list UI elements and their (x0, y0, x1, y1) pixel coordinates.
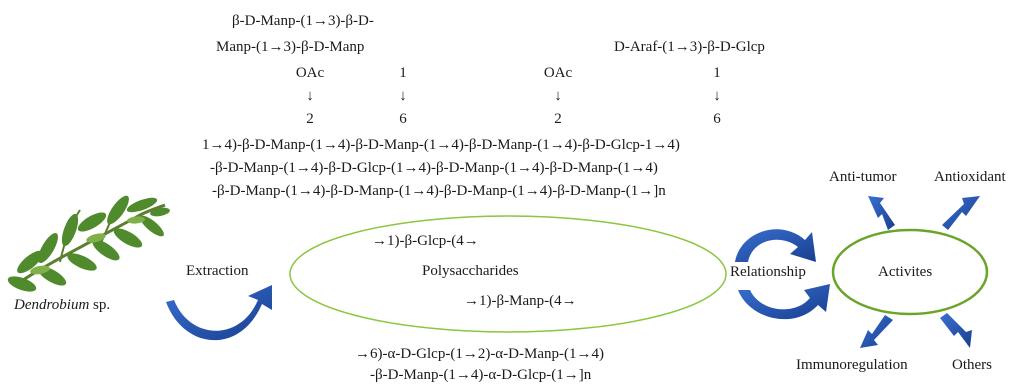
sub1-top: OAc (295, 65, 325, 81)
sub2-pos: 6 (399, 111, 407, 127)
polysaccharides-line2: →1)-β-Manp-(4→ (464, 293, 577, 309)
activities-label: Activites (878, 264, 933, 280)
sub2-arrow-icon: ↓ (399, 88, 407, 104)
bottom-structure-line1: →6)-α-D-Glcp-(1→2)-α-D-Manp-(1→4) (355, 346, 604, 362)
immunoregulation-arrow-icon (860, 315, 893, 348)
polysaccharides-line1: →1)-β-Glcp-(4→ (372, 233, 479, 249)
dendrobium-plant-icon (7, 195, 170, 292)
sub3-arrow-icon: ↓ (554, 88, 562, 104)
relationship-label: Relationship (730, 264, 806, 280)
sub4-pos: 6 (713, 111, 721, 127)
anti-tumor-arrow-icon (868, 196, 895, 230)
backbone-line3: -β-D-Manp-(1→4)-β-D-Manp-(1→4)-β-D-Manp-… (212, 183, 666, 199)
sub4-top: 1 (713, 65, 721, 81)
backbone-line2: -β-D-Manp-(1→4)-β-D-Glcp-(1→4)-β-D-Manp-… (210, 160, 658, 176)
sub3-pos: 2 (554, 111, 562, 127)
polysaccharides-label: Polysaccharides (422, 263, 519, 279)
others-arrow-icon (940, 313, 972, 348)
anti-tumor-label: Anti-tumor (829, 169, 897, 185)
sub1-pos: 2 (306, 111, 314, 127)
antioxidant-arrow-icon (942, 196, 980, 230)
branch-right-line1: D-Araf-(1→3)-β-D-Glcp (614, 39, 765, 55)
relationship-arrows-icon (735, 229, 830, 320)
immunoregulation-label: Immunoregulation (796, 357, 908, 373)
bottom-structure-line2: -β-D-Manp-(1→4)-α-D-Glcp-(1→]n (370, 367, 592, 383)
sub4-arrow-icon: ↓ (713, 88, 721, 104)
plant-caption: Dendrobium sp. (14, 297, 111, 313)
backbone-line1: 1→4)-β-D-Manp-(1→4)-β-D-Manp-(1→4)-β-D-M… (202, 137, 680, 153)
extraction-label: Extraction (186, 263, 249, 279)
sub2-top: 1 (399, 65, 407, 81)
sub3-top: OAc (543, 65, 573, 81)
sub1-arrow-icon: ↓ (306, 88, 314, 104)
others-label: Others (952, 357, 992, 373)
branch-left-line1: β-D-Manp-(1→3)-β-D- (232, 13, 374, 29)
activity-arrows (860, 196, 980, 348)
activities-ellipse (831, 228, 989, 316)
polysaccharides-ellipse (289, 215, 727, 333)
extraction-arrow-icon (166, 285, 272, 341)
antioxidant-label: Antioxidant (934, 169, 1006, 185)
branch-left-line2: Manp-(1→3)-β-D-Manp (216, 39, 365, 55)
